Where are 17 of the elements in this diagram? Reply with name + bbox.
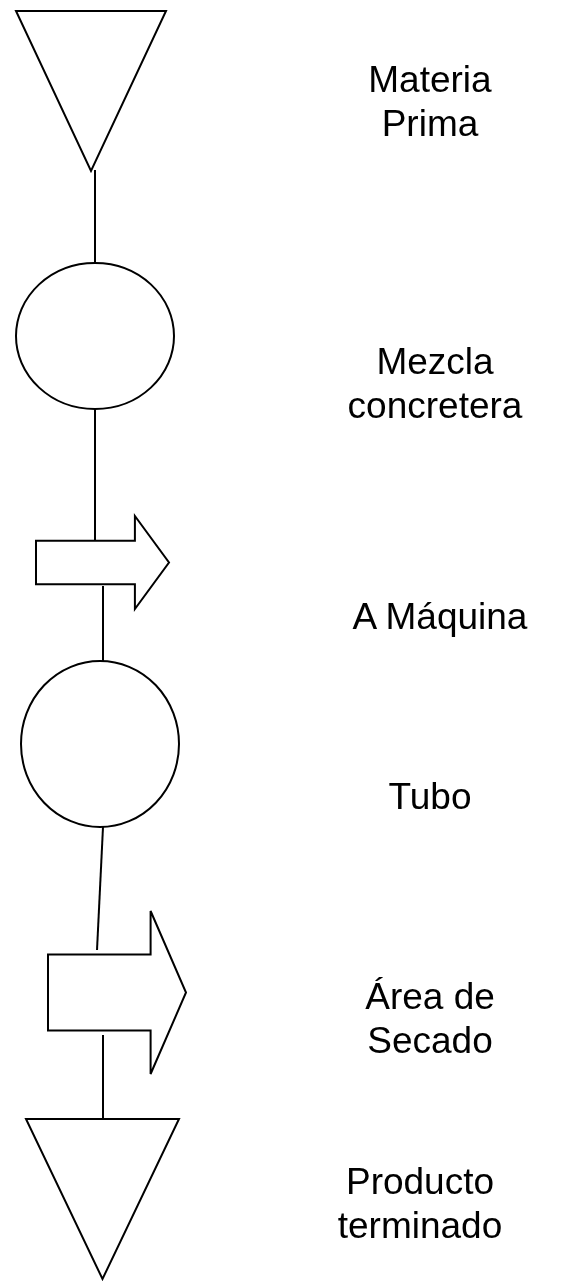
connector-line (96, 826, 104, 951)
inverted-triangle-symbol (25, 1118, 180, 1280)
connector-line (94, 409, 96, 541)
step-label: Tubo (387, 775, 473, 819)
step-label: Producto terminado (336, 1160, 504, 1248)
step-label: Área de Secado (364, 975, 496, 1063)
step-label: A Máquina (351, 595, 529, 639)
connector-line (102, 1034, 104, 1119)
connector-line (94, 169, 96, 263)
step-label: Mezcla concretera (346, 340, 524, 428)
connector-line (102, 585, 104, 662)
step-label: Materia Prima (367, 58, 493, 146)
inverted-triangle-symbol (15, 10, 167, 172)
block-arrow-symbol (35, 515, 170, 610)
circle-symbol (20, 660, 180, 828)
circle-symbol (15, 262, 175, 410)
block-arrow-symbol (47, 910, 187, 1075)
